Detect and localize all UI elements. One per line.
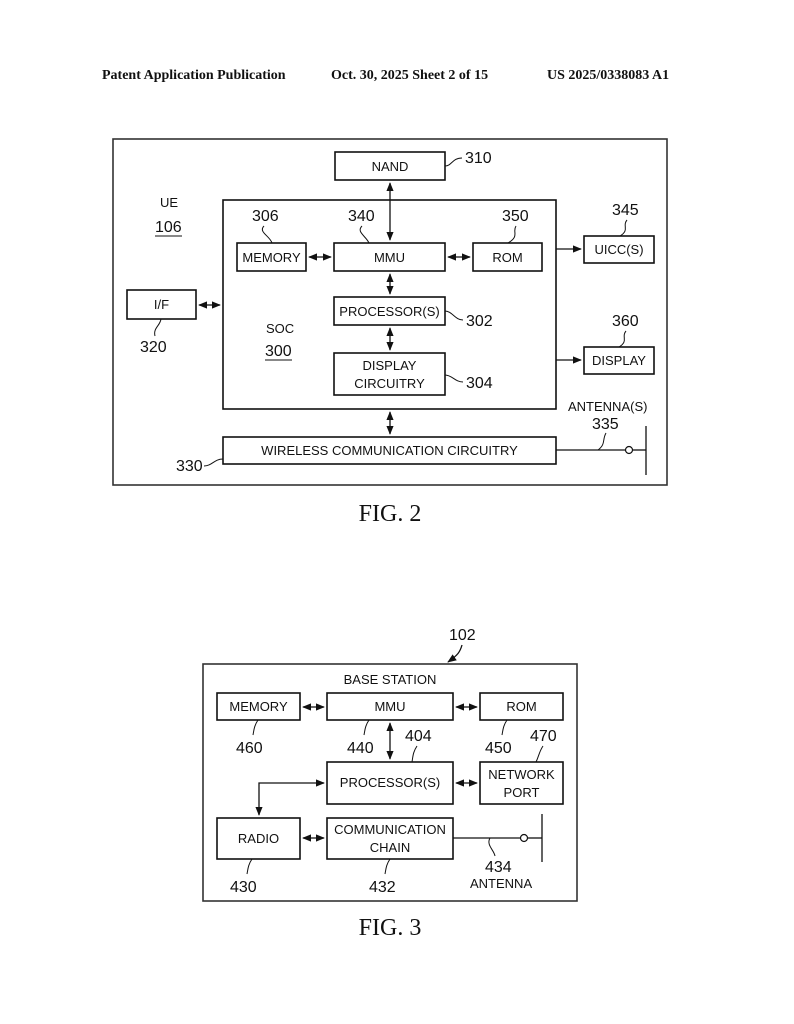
- header-patent-number: US 2025/0338083 A1: [547, 68, 670, 83]
- if-label: I/F: [154, 297, 169, 312]
- memory-label: MEMORY: [242, 250, 301, 265]
- display-ref: 360: [612, 313, 639, 330]
- fig3-caption: FIG. 3: [359, 915, 422, 941]
- processor-block: PROCESSOR(S): [333, 296, 446, 326]
- uicc-ref: 345: [612, 202, 639, 219]
- fig2-diagram: UE 106 NAND 310 SOC 300 MEMORY 306 MMU 3…: [112, 138, 668, 527]
- bs-antenna-label: ANTENNA: [470, 876, 532, 891]
- bs-comm-chain-ref: 432: [369, 879, 396, 896]
- nand-leader: [444, 157, 463, 167]
- if-block: I/F: [126, 289, 197, 320]
- bs-memory-ref: 460: [236, 740, 263, 757]
- processor-leader: [444, 310, 464, 321]
- if-leader: [154, 318, 162, 337]
- display-circuitry-ref: 304: [466, 375, 493, 392]
- memory-block: MEMORY: [236, 242, 307, 272]
- bs-radio-label: RADIO: [238, 831, 279, 846]
- wireless-leader: [203, 458, 224, 467]
- bs-processor-label: PROCESSOR(S): [340, 775, 440, 790]
- display-label: DISPLAY: [592, 353, 646, 368]
- bs-radio-block: RADIO: [216, 817, 301, 860]
- bs-comm-chain-label-2: CHAIN: [370, 840, 410, 855]
- bs-rom-ref: 450: [485, 740, 512, 757]
- uicc-label: UICC(S): [594, 242, 643, 257]
- bs-rom-block: ROM: [479, 692, 564, 721]
- processor-ref: 302: [466, 313, 493, 330]
- bs-radio-ref: 430: [230, 879, 257, 896]
- bs-mmu-label: MMU: [374, 699, 405, 714]
- if-ref: 320: [140, 339, 167, 356]
- bs-network-port-block: NETWORK PORT: [479, 761, 564, 805]
- wireless-ref: 330: [176, 458, 203, 475]
- base-station-title: BASE STATION: [344, 672, 437, 687]
- mmu-leader: [359, 225, 370, 244]
- mmu-ref: 340: [348, 208, 375, 225]
- display-circuitry-label-1: DISPLAY: [363, 358, 417, 373]
- bs-comm-chain-block: COMMUNICATION CHAIN: [326, 817, 454, 860]
- ue-ref: 106: [155, 219, 182, 236]
- nand-label: NAND: [372, 159, 409, 174]
- rom-ref: 350: [502, 208, 529, 225]
- antenna-label: ANTENNA(S): [568, 399, 647, 414]
- uicc-block: UICC(S): [583, 235, 655, 264]
- mmu-label: MMU: [374, 250, 405, 265]
- bs-mmu-block: MMU: [326, 692, 454, 721]
- nand-ref: 310: [465, 150, 492, 167]
- base-station-frame: [202, 663, 578, 902]
- ue-label: UE: [160, 195, 178, 210]
- bs-comm-chain-leader: [384, 858, 391, 875]
- rom-label: ROM: [492, 250, 522, 265]
- bs-mmu-leader: [363, 719, 370, 736]
- display-circuitry-leader: [444, 374, 464, 383]
- bs-memory-block: MEMORY: [216, 692, 301, 721]
- header-date-sheet: Oct. 30, 2025 Sheet 2 of 15: [331, 68, 489, 83]
- bs-network-port-ref: 470: [530, 728, 557, 745]
- wireless-label: WIRELESS COMMUNICATION CIRCUITRY: [261, 443, 518, 458]
- bs-radio-leader: [246, 858, 253, 875]
- nand-block: NAND: [334, 151, 446, 181]
- bs-processor-leader: [411, 745, 418, 763]
- memory-leader: [261, 225, 273, 244]
- bs-network-port-label-1: NETWORK: [488, 767, 555, 782]
- fig3-diagram: 102 BASE STATION MEMORY 460 MMU 440 ROM …: [202, 627, 578, 941]
- bs-memory-label: MEMORY: [229, 699, 288, 714]
- processor-label: PROCESSOR(S): [339, 304, 439, 319]
- bs-processor-ref: 404: [405, 728, 432, 745]
- bs-processor-block: PROCESSOR(S): [326, 761, 454, 805]
- bs-comm-chain-label-1: COMMUNICATION: [334, 822, 446, 837]
- antenna-ref: 335: [592, 416, 619, 433]
- bs-rom-label: ROM: [506, 699, 536, 714]
- bs-antenna-ref: 434: [485, 859, 512, 876]
- bs-network-port-leader: [535, 745, 544, 763]
- uicc-leader: [619, 219, 628, 237]
- fig2-caption: FIG. 2: [359, 501, 422, 527]
- soc-label: SOC: [266, 321, 294, 336]
- ue-frame: [112, 138, 668, 486]
- bs-radio-processor-arrow: [255, 779, 325, 816]
- header-publication: Patent Application Publication: [102, 68, 286, 83]
- memory-ref: 306: [252, 208, 279, 225]
- wireless-block: WIRELESS COMMUNICATION CIRCUITRY: [222, 436, 557, 465]
- bs-antenna-node-icon: [519, 833, 529, 843]
- bs-rom-leader: [501, 719, 508, 736]
- bs-antenna-leader: [488, 837, 496, 857]
- display-block: DISPLAY: [583, 346, 655, 375]
- antenna-leader: [597, 432, 607, 451]
- antenna-node-icon: [624, 445, 634, 455]
- base-station-ref-arrow: [447, 644, 463, 663]
- display-circuitry-label-2: CIRCUITRY: [354, 376, 425, 391]
- mmu-block: MMU: [333, 242, 446, 272]
- soc-ref: 300: [265, 343, 292, 360]
- rom-leader: [507, 225, 517, 244]
- bs-memory-leader: [252, 719, 259, 736]
- display-leader: [618, 330, 627, 348]
- bs-network-port-label-2: PORT: [504, 785, 540, 800]
- bs-mmu-ref: 440: [347, 740, 374, 757]
- display-circuitry-block: DISPLAY CIRCUITRY: [333, 352, 446, 396]
- base-station-ref: 102: [449, 627, 476, 644]
- rom-block: ROM: [472, 242, 543, 272]
